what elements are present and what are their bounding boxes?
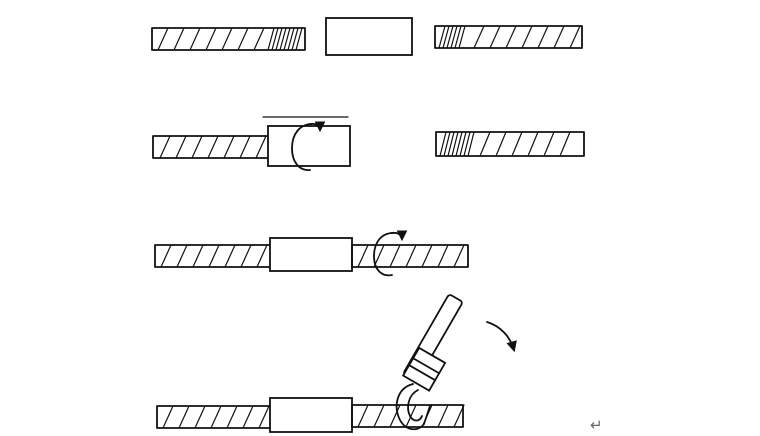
rebar-rib [442,25,450,49]
rebar-rib [446,25,454,49]
rebar-rib [162,405,174,429]
rebar-rib [559,131,571,157]
rebar-rib [553,25,565,49]
rebar-rib [208,244,220,268]
rebar-rib [505,25,517,49]
rebar-rib [439,131,447,157]
rebar-rib [453,404,465,428]
rebar-rib [239,135,251,159]
right-rebar [435,131,585,157]
rebar-rib [543,131,555,157]
rotation-arrow-icon [486,321,517,353]
rebar-rib [495,131,507,157]
rotation-arrow-icon [291,121,326,171]
rebar-rib [157,27,169,51]
rebar-rib [537,25,549,49]
rebar-rib [173,27,185,51]
rebar-rib [467,131,475,157]
rebar-rib [479,131,491,157]
rebar-rib [279,27,287,51]
right-rebar [434,25,583,49]
rebar-rib [437,404,449,428]
rebar-rib [159,135,171,159]
rebar-rib [511,131,523,157]
rebar-rib [267,27,275,51]
coupler-sleeve [267,125,351,167]
rotation-arrow-icon [373,230,408,277]
step-2-sleeve-screwed-on [152,116,585,171]
rebar-rib [357,244,369,268]
rebar-rib [455,131,463,157]
wrench-icon [395,294,463,431]
rebar-rib [521,25,533,49]
rebar-rib [178,405,190,429]
step-3-second-bar-screwed-in [154,230,469,277]
rebar-rib [459,131,467,157]
rebar-rib [253,27,265,51]
rebar-rib [489,25,501,49]
rebar-rib [443,131,451,157]
rebar-rib [287,27,295,51]
rebar-rib [357,404,369,428]
step-4-tightened-with-wrench [156,294,517,433]
rebar-rib [405,244,417,268]
left-rebar [154,244,274,268]
rebar-rib [194,405,206,429]
rebar-rib [295,27,303,51]
rebar-rib [210,405,222,429]
rebar-rib [463,131,471,157]
rebar-rib [221,27,233,51]
rebar-rib [189,27,201,51]
step-1-parts-separated [151,17,583,56]
rebar-rib [224,244,236,268]
rebar-rib [175,135,187,159]
rebar-rib [192,244,204,268]
rebar-rib [373,404,385,428]
rebar-rib [437,244,449,268]
rebar-rib [283,27,291,51]
rebar-rib [237,27,249,51]
rebar-rib [291,27,299,51]
rebar-rib [421,244,433,268]
left-rebar [156,405,274,429]
rebar-rib [527,131,539,157]
rebar-rib [240,244,252,268]
rebar-rib [473,25,485,49]
rebar-rib [207,135,219,159]
rebar-rib [205,27,217,51]
rebar-rib [223,135,235,159]
rebar-rib [451,131,459,157]
rebar-rib [242,405,254,429]
coupler-sleeve [269,397,353,433]
left-rebar [151,27,306,51]
rebar-rib [256,244,268,268]
rebar-rib [191,135,203,159]
rebar-rib [389,404,401,428]
rebar-rib [454,25,462,49]
coupler-sleeve [325,17,413,56]
rebar-rib [271,27,279,51]
paragraph-return-icon: ↵ [590,416,603,434]
rebar-rib [450,25,458,49]
rebar-rib [447,131,455,157]
rebar-rib [389,244,401,268]
rebar-rib [176,244,188,268]
rebar-rib [453,244,465,268]
rebar-rib [258,405,270,429]
coupler-sleeve [269,237,353,272]
rebar-rib [569,25,581,49]
right-rebar [351,244,469,268]
left-rebar [152,135,272,159]
rebar-rib [458,25,466,49]
rebar-rib [255,135,267,159]
rebar-rib [226,405,238,429]
rebar-rib [160,244,172,268]
rebar-rib [438,25,446,49]
rebar-rib [275,27,283,51]
